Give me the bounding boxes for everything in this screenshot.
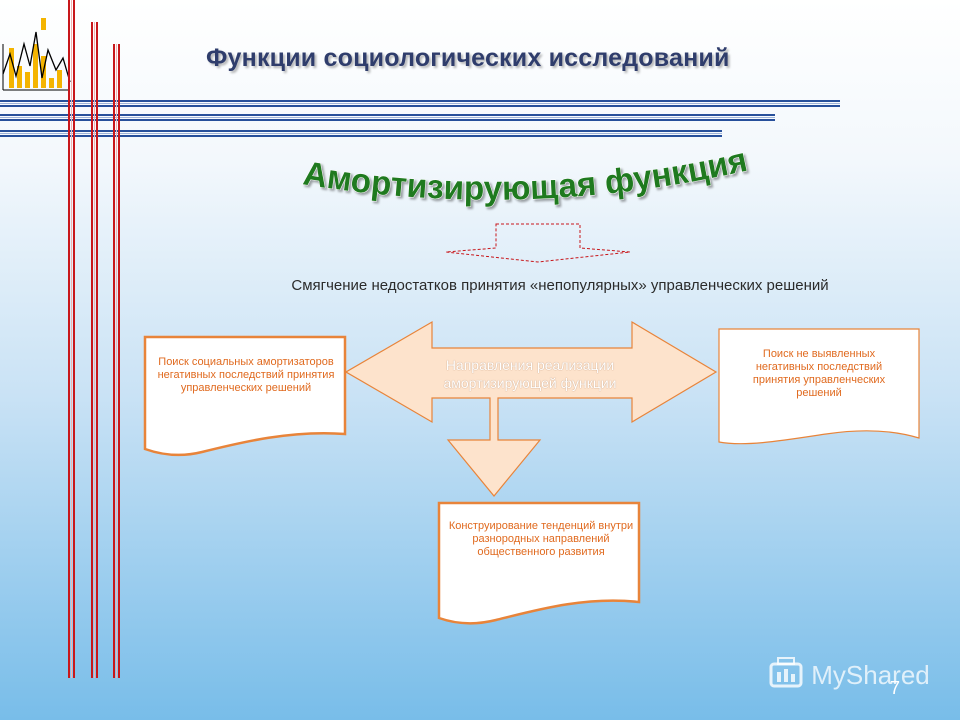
left-box-text: Поиск социальных амортизаторов негативны…	[157, 356, 335, 394]
down-arrow-icon	[445, 223, 631, 263]
page-number: 7	[890, 678, 901, 698]
watermark: MyShared	[768, 656, 930, 691]
svg-text:Амортизирующая функция: Амортизирующая функция	[301, 141, 751, 208]
wordart-heading: Амортизирующая функция	[300, 140, 751, 208]
bottom-box-text: Конструирование тенденций внутри разноро…	[448, 520, 634, 558]
direction-arrow-shape	[346, 320, 718, 497]
bottom-document-shape	[437, 501, 641, 625]
slide-title: Функции социологических исследований	[206, 44, 730, 72]
subtitle-text: Смягчение недостатков принятия «непопуля…	[291, 277, 829, 294]
watermark-text: MyShared	[811, 660, 930, 690]
watermark-logo-icon	[769, 657, 803, 688]
left-document-shape	[143, 335, 347, 457]
arrow-center-label: Направления реализации амортизирующей фу…	[443, 357, 617, 391]
chart-logo-icon	[2, 18, 71, 91]
right-document-shape	[718, 328, 920, 445]
wordart-text: Амортизирующая функция	[300, 140, 751, 208]
right-box-text: Поиск не выявленных негативных последств…	[752, 348, 886, 399]
